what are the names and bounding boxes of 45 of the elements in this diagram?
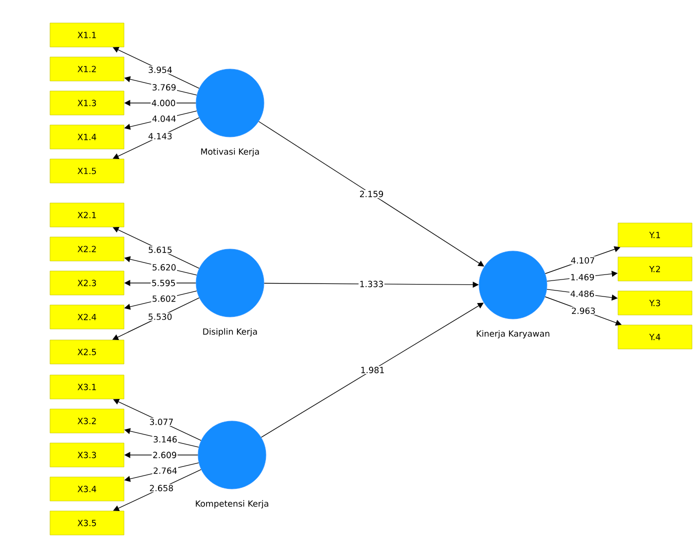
indicator-box: X2.5 (50, 340, 124, 364)
indicator-box: Y.2 (618, 256, 692, 282)
indicator-box: X3.4 (50, 476, 124, 502)
edge-label: 4.107 (570, 256, 596, 264)
edge-label: 2.609 (152, 451, 178, 459)
edge-label: 5.602 (151, 294, 178, 303)
node-label: Kompetensi Kerja (196, 500, 268, 508)
node-label: Motivasi Kerja (201, 148, 259, 156)
indicator-box: X3.5 (50, 510, 124, 536)
edge-label: 2.159 (358, 190, 384, 198)
node-label: Kinerja Karyawan (476, 330, 550, 338)
edge-label: 4.000 (150, 99, 176, 107)
indicator-box: Y.1 (618, 222, 692, 248)
edge-label: 5.615 (147, 246, 174, 254)
edge-label: 5.620 (151, 263, 178, 272)
indicator-box: Y.3 (618, 290, 692, 316)
edge-label: 1.333 (358, 280, 384, 288)
edge-label: 5.595 (150, 279, 176, 287)
indicator-box: X2.1 (50, 202, 124, 228)
indicator-box: X2.4 (50, 304, 124, 330)
edge-label: 3.077 (148, 418, 174, 426)
indicator-box: X1.1 (50, 22, 124, 48)
edge-label: 3.954 (147, 66, 174, 74)
indicator-box: X1.3 (50, 90, 124, 116)
indicator-box: X1.4 (50, 124, 124, 150)
indicator-box: X3.1 (50, 374, 124, 400)
node-label: Disiplin Kerja (203, 328, 257, 336)
indicator-box: X2.2 (50, 236, 124, 262)
indicator-box: X3.3 (50, 442, 124, 468)
edge-label: 3.146 (152, 435, 178, 444)
edge-label: 3.769 (151, 83, 178, 92)
edge-label: 4.143 (147, 132, 174, 140)
edge-label: 4.486 (569, 290, 596, 298)
edge-label: 1.981 (360, 366, 386, 374)
edge-label: 2.963 (570, 306, 596, 315)
indicator-box: X2.3 (50, 270, 124, 296)
indicator-box: Y.4 (618, 324, 692, 350)
edge-label: 1.469 (569, 273, 596, 282)
edge-label: 4.044 (151, 114, 178, 123)
indicator-box: X3.2 (50, 408, 124, 434)
indicator-box: X1.5 (50, 158, 124, 184)
edge-label: 2.658 (148, 484, 174, 492)
edge-label: 2.764 (152, 466, 178, 475)
indicator-box: X1.2 (50, 56, 124, 82)
edge-label: 5.530 (147, 312, 173, 321)
